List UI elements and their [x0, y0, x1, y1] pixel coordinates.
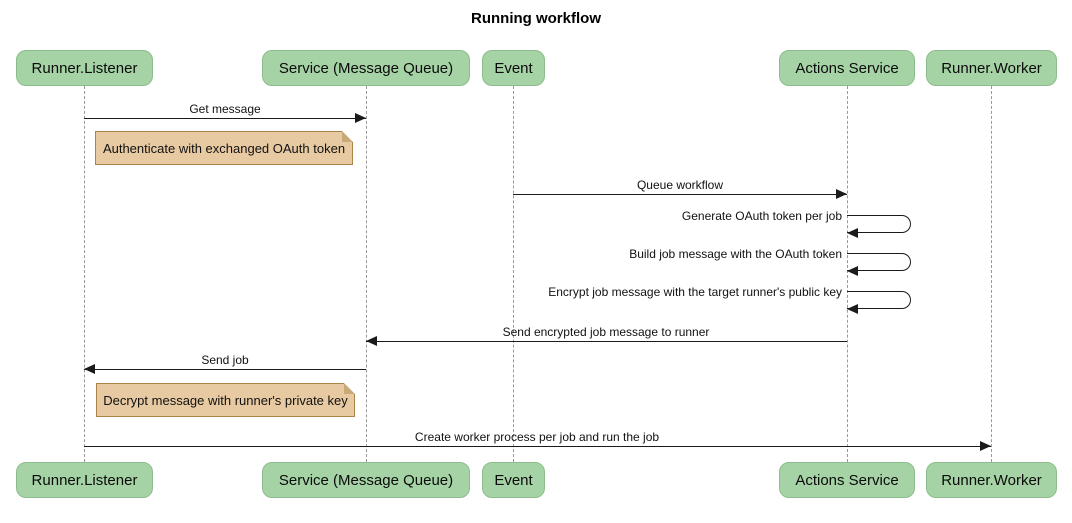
participant-top-actions-service: Actions Service: [779, 50, 915, 86]
message-label-send-encrypted-job: Send encrypted job message to runner: [502, 325, 710, 339]
note-fold-icon: [342, 131, 353, 142]
participant-top-service-message-queue: Service (Message Queue): [262, 50, 470, 86]
participant-label: Event: [494, 59, 533, 77]
participant-bottom-service-message-queue: Service (Message Queue): [262, 462, 470, 498]
participant-label: Runner.Worker: [941, 59, 1042, 77]
message-line-send-job: [84, 369, 366, 370]
note-text: Authenticate with exchanged OAuth token: [102, 140, 346, 156]
lifeline-service-message-queue: [366, 86, 367, 462]
lifeline-runner-worker: [991, 86, 992, 462]
self-loop-build-job-message: [847, 253, 911, 271]
self-loop-generate-oauth-token: [847, 215, 911, 233]
participant-label: Runner.Listener: [31, 471, 138, 489]
participant-label: Event: [494, 471, 533, 489]
participant-bottom-runner-worker: Runner.Worker: [926, 462, 1057, 498]
message-label-build-job-message: Build job message with the OAuth token: [629, 247, 842, 261]
message-line-get-message: [84, 118, 366, 119]
note-fold-icon: [344, 383, 355, 394]
participant-label: Runner.Worker: [941, 471, 1042, 489]
note-text: Decrypt message with runner's private ke…: [103, 392, 348, 408]
participant-label: Actions Service: [795, 471, 899, 489]
note-decrypt-private-key: Decrypt message with runner's private ke…: [96, 383, 355, 417]
message-label-queue-workflow: Queue workflow: [636, 178, 724, 192]
participant-label: Actions Service: [795, 59, 899, 77]
arrowhead-icon: [847, 228, 858, 238]
participant-bottom-event: Event: [482, 462, 545, 498]
participant-label: Runner.Listener: [31, 59, 138, 77]
participant-top-runner-worker: Runner.Worker: [926, 50, 1057, 86]
message-label-encrypt-job-message: Encrypt job message with the target runn…: [548, 285, 842, 299]
message-line-send-encrypted-job: [366, 341, 847, 342]
diagram-title: Running workflow: [471, 10, 601, 27]
arrowhead-icon: [84, 364, 95, 374]
participant-label: Service (Message Queue): [278, 471, 454, 489]
self-loop-encrypt-job-message: [847, 291, 911, 309]
note-authenticate-oauth: Authenticate with exchanged OAuth token: [95, 131, 353, 165]
arrowhead-icon: [355, 113, 366, 123]
message-label-create-worker: Create worker process per job and run th…: [414, 430, 660, 444]
participant-label: Service (Message Queue): [278, 59, 454, 77]
message-label-send-job: Send job: [201, 353, 249, 367]
arrowhead-icon: [980, 441, 991, 451]
arrowhead-icon: [847, 304, 858, 314]
message-line-create-worker: [84, 446, 991, 447]
arrowhead-icon: [836, 189, 847, 199]
message-line-queue-workflow: [513, 194, 847, 195]
arrowhead-icon: [366, 336, 377, 346]
lifeline-runner-listener: [84, 86, 85, 462]
participant-bottom-runner-listener: Runner.Listener: [16, 462, 153, 498]
participant-top-runner-listener: Runner.Listener: [16, 50, 153, 86]
message-label-generate-oauth-token: Generate OAuth token per job: [681, 209, 842, 223]
lifeline-event: [513, 86, 514, 462]
participant-bottom-actions-service: Actions Service: [779, 462, 915, 498]
message-label-get-message: Get message: [189, 102, 261, 116]
arrowhead-icon: [847, 266, 858, 276]
participant-top-event: Event: [482, 50, 545, 86]
